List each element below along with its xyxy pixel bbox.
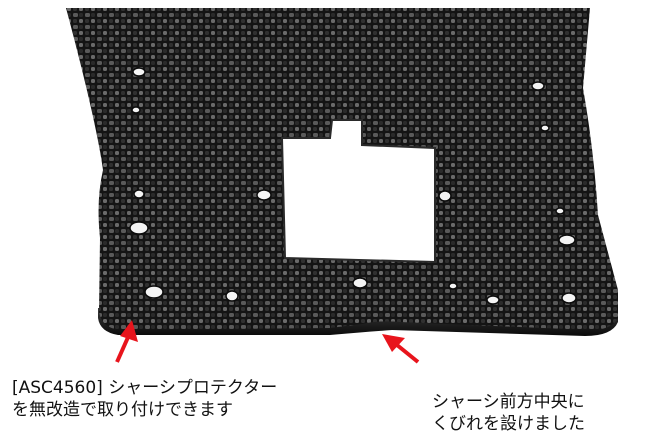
- hole: [129, 221, 149, 235]
- hole: [225, 290, 239, 302]
- hole: [486, 295, 500, 305]
- hole: [144, 285, 164, 299]
- cutout-rim: [280, 119, 436, 264]
- hole: [448, 282, 458, 290]
- arrow-icon: [115, 320, 138, 363]
- hole: [131, 106, 141, 114]
- hole: [132, 67, 146, 77]
- hole: [531, 81, 545, 91]
- hole: [438, 190, 452, 202]
- waist-caption: シャーシ前方中央に くびれを設けました: [432, 391, 585, 435]
- hole: [558, 234, 576, 246]
- protector-caption-line1: [ASC4560] シャーシプロテクター: [12, 378, 278, 398]
- arrow-icon: [382, 334, 420, 364]
- protector-caption-line2: を無改造で取り付けできます: [12, 400, 233, 420]
- hole: [256, 189, 272, 201]
- hole: [133, 189, 145, 199]
- hole: [561, 292, 577, 304]
- hole: [555, 207, 565, 215]
- waist-caption-line2: くびれを設けました: [432, 414, 585, 434]
- hole: [352, 277, 368, 289]
- protector-caption: [ASC4560] シャーシプロテクター を無改造で取り付けできます: [12, 377, 277, 421]
- hole: [540, 124, 550, 132]
- waist-caption-line1: シャーシ前方中央に: [432, 392, 585, 412]
- mounting-holes: [129, 67, 577, 305]
- plate-body: [66, 8, 618, 330]
